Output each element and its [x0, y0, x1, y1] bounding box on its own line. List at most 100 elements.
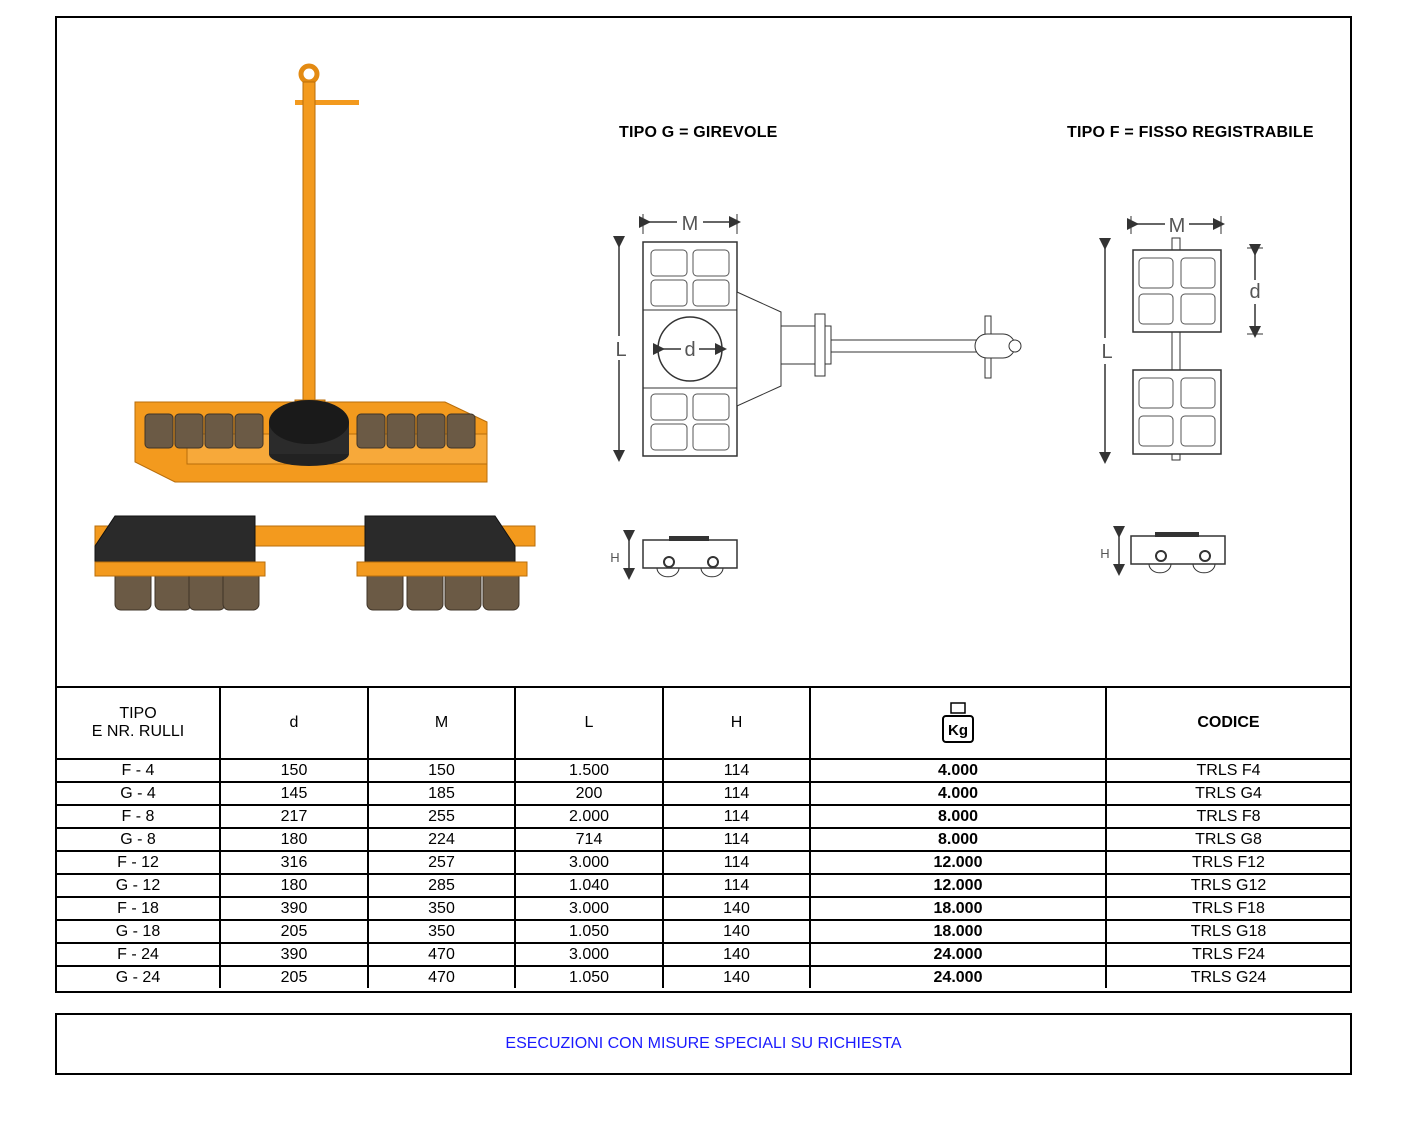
cell-m: 150 [367, 758, 516, 783]
cell-l: 1.500 [514, 758, 664, 783]
cell-h: 114 [662, 781, 811, 806]
cell-d: 316 [219, 850, 369, 875]
figure-area: TIPO G = GIREVOLE TIPO F = FISSO REGISTR… [57, 18, 1350, 686]
cell-capacity: 18.000 [809, 896, 1107, 921]
cell-d: 145 [219, 781, 369, 806]
cell-d: 150 [219, 758, 369, 783]
cell-tipo: G - 8 [57, 827, 221, 852]
cell-codice: TRLS G4 [1105, 781, 1350, 806]
dim-m-label-f: M [1169, 215, 1186, 237]
dim-d-label: d [684, 339, 695, 361]
header-m: M [367, 686, 516, 760]
cell-h: 114 [662, 804, 811, 829]
cell-tipo: F - 12 [57, 850, 221, 875]
cell-m: 350 [367, 919, 516, 944]
cell-tipo: F - 8 [57, 804, 221, 829]
caption-tipo-g: TIPO G = GIREVOLE [619, 124, 778, 141]
dim-h-label-f: H [1100, 546, 1109, 561]
caption-tipo-f: TIPO F = FISSO REGISTRABILE [1067, 124, 1314, 141]
header-l: L [514, 686, 664, 760]
cell-codice: TRLS F8 [1105, 804, 1350, 829]
cell-tipo: G - 24 [57, 965, 221, 988]
header-tipo: TIPO E NR. RULLI [57, 686, 221, 760]
cell-m: 224 [367, 827, 516, 852]
cell-d: 180 [219, 873, 369, 898]
cell-h: 140 [662, 919, 811, 944]
cell-tipo: F - 24 [57, 942, 221, 967]
cell-capacity: 4.000 [809, 758, 1107, 783]
cell-tipo: F - 4 [57, 758, 221, 783]
cell-l: 1.050 [514, 919, 664, 944]
specification-table: TIPO E NR. RULLI d M L H Kg COD [57, 686, 1350, 988]
cell-h: 114 [662, 850, 811, 875]
cell-m: 257 [367, 850, 516, 875]
cell-h: 140 [662, 942, 811, 967]
tipo-g-side-view: H [610, 530, 738, 580]
dim-l-label: L [615, 339, 626, 361]
cell-capacity: 12.000 [809, 873, 1107, 898]
header-h: H [662, 686, 811, 760]
cell-codice: TRLS F12 [1105, 850, 1350, 875]
cell-tipo: G - 18 [57, 919, 221, 944]
tipo-f-top-view: M L d [1095, 212, 1265, 464]
cell-l: 714 [514, 827, 664, 852]
cell-codice: TRLS G24 [1105, 965, 1350, 988]
cell-d: 205 [219, 965, 369, 988]
cell-codice: TRLS G8 [1105, 827, 1350, 852]
cell-l: 3.000 [514, 942, 664, 967]
product-photo [94, 63, 536, 611]
cell-capacity: 24.000 [809, 965, 1107, 988]
cell-capacity: 8.000 [809, 804, 1107, 829]
cell-capacity: 8.000 [809, 827, 1107, 852]
cell-l: 200 [514, 781, 664, 806]
cell-h: 114 [662, 758, 811, 783]
dim-l-label-f: L [1101, 341, 1112, 363]
cell-l: 3.000 [514, 850, 664, 875]
header-tipo-line1: TIPO [119, 705, 157, 722]
cell-tipo: G - 4 [57, 781, 221, 806]
tipo-f-side-view: H [1100, 526, 1226, 576]
weight-kg-icon: Kg [941, 702, 975, 744]
cell-capacity: 4.000 [809, 781, 1107, 806]
cell-capacity: 18.000 [809, 919, 1107, 944]
kg-icon-label: Kg [948, 722, 968, 739]
cell-h: 114 [662, 827, 811, 852]
header-tipo-line2: E NR. RULLI [91, 723, 185, 740]
cell-d: 205 [219, 919, 369, 944]
special-sizes-note: ESECUZIONI CON MISURE SPECIALI SU RICHIE… [55, 1013, 1352, 1075]
cell-m: 185 [367, 781, 516, 806]
cell-m: 470 [367, 965, 516, 988]
header-d: d [219, 686, 369, 760]
cell-h: 140 [662, 896, 811, 921]
cell-codice: TRLS F24 [1105, 942, 1350, 967]
cell-m: 255 [367, 804, 516, 829]
header-codice: CODICE [1105, 686, 1350, 760]
cell-l: 1.040 [514, 873, 664, 898]
header-capacity: Kg [809, 686, 1107, 760]
cell-h: 140 [662, 965, 811, 988]
tipo-g-top-view: M L d [609, 210, 1022, 462]
dim-d-label-f: d [1249, 281, 1260, 303]
dim-m-label: M [682, 213, 699, 235]
cell-capacity: 24.000 [809, 942, 1107, 967]
cell-codice: TRLS F18 [1105, 896, 1350, 921]
cell-codice: TRLS G18 [1105, 919, 1350, 944]
cell-m: 285 [367, 873, 516, 898]
cell-d: 390 [219, 896, 369, 921]
cell-l: 2.000 [514, 804, 664, 829]
cell-m: 350 [367, 896, 516, 921]
cell-codice: TRLS G12 [1105, 873, 1350, 898]
cell-codice: TRLS F4 [1105, 758, 1350, 783]
cell-m: 470 [367, 942, 516, 967]
